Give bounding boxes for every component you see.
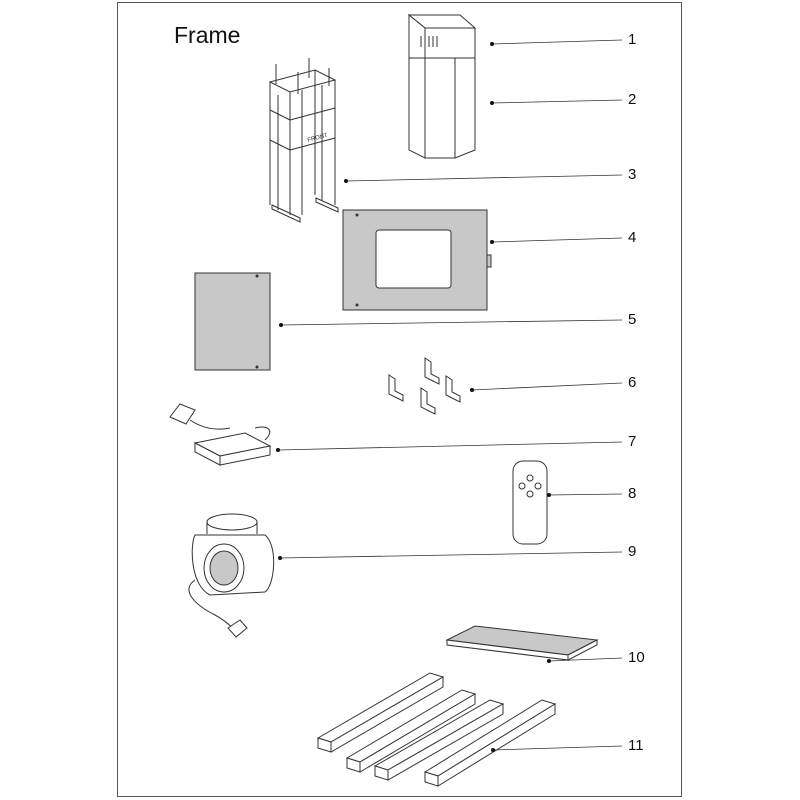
leader-line-11 (492, 745, 623, 751)
callout-9: 9 (628, 543, 637, 560)
leader-line-9 (279, 551, 623, 559)
leader-line-4 (491, 237, 623, 243)
leader-line-7 (277, 441, 623, 451)
extension-rails (316, 672, 557, 787)
control-box (169, 403, 272, 466)
leader-line-5 (280, 319, 623, 326)
leader-line-3 (345, 174, 623, 182)
callout-10: 10 (628, 649, 645, 666)
chimney-cover (407, 13, 477, 159)
front-marking: FRONT (307, 133, 329, 144)
diagram-title: Frame (174, 22, 241, 48)
cover-panel (194, 272, 271, 371)
support-frame (268, 58, 339, 223)
grease-filter (445, 625, 599, 661)
callout-4: 4 (628, 229, 637, 246)
callout-8: 8 (628, 485, 637, 502)
mounting-plate (342, 209, 492, 311)
mounting-brackets (388, 357, 461, 415)
leader-line-1 (491, 39, 623, 45)
callout-6: 6 (628, 374, 637, 391)
callout-11: 11 (628, 737, 644, 754)
leader-line-8 (548, 493, 623, 496)
callout-2: 2 (628, 91, 637, 108)
callout-5: 5 (628, 311, 637, 328)
leader-line-2 (491, 99, 623, 104)
leader-line-6 (471, 382, 623, 391)
leader-lines (277, 39, 623, 751)
leader-dots (276, 42, 551, 752)
callout-1: 1 (628, 31, 637, 48)
callout-7: 7 (628, 433, 637, 450)
leader-line-10 (548, 657, 623, 662)
blower-motor (188, 513, 275, 638)
remote-control (512, 460, 548, 545)
callout-3: 3 (628, 166, 637, 183)
